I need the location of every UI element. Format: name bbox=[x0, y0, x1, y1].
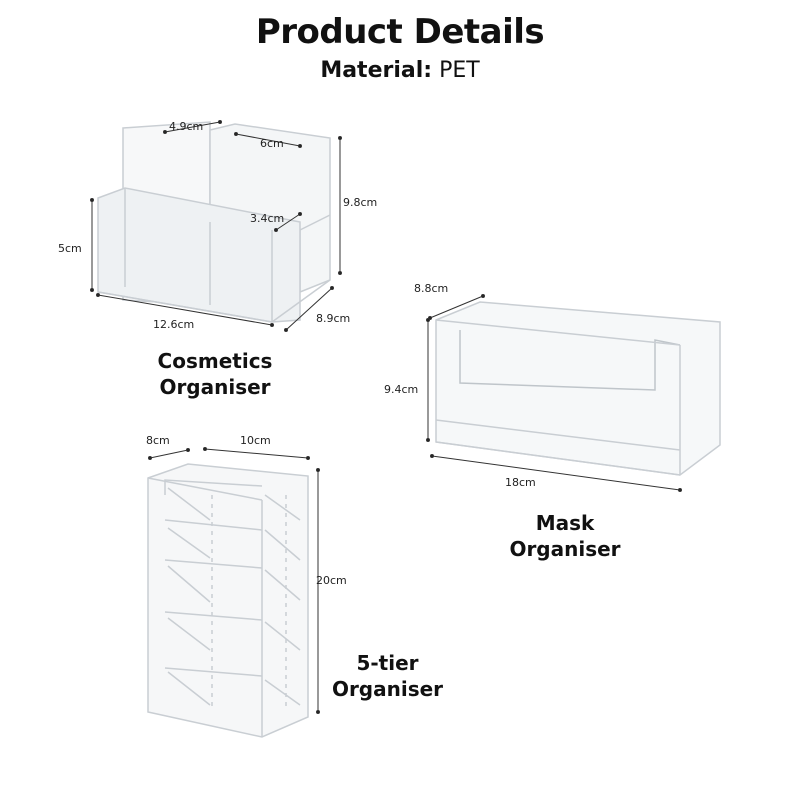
page-title: Product Details bbox=[255, 12, 545, 52]
cosmetics-organiser-image bbox=[97, 121, 331, 323]
mask-organiser-name: Mask Organiser bbox=[480, 510, 650, 562]
five-tier-organiser-image bbox=[147, 463, 309, 738]
five-tier-width-label: 10cm bbox=[240, 434, 271, 447]
cosmetics-organiser-name: Cosmetics Organiser bbox=[130, 348, 300, 400]
dimension-lines bbox=[90, 120, 682, 714]
five-tier-depth-label: 8cm bbox=[146, 434, 170, 447]
five-tier-height-label: 20cm bbox=[316, 574, 347, 587]
cosmetics-width-label: 12.6cm bbox=[153, 318, 195, 331]
five-tier-name-line1: 5-tier bbox=[356, 651, 419, 675]
five-tier-name-line2: Organiser bbox=[331, 677, 444, 701]
mask-name-line1: Mask bbox=[535, 511, 595, 535]
cosmetics-top-left-label: 4.9cm bbox=[169, 120, 204, 133]
cosmetics-depth-label: 8.9cm bbox=[316, 312, 351, 325]
material-label: Material: bbox=[320, 58, 433, 83]
cosmetics-height-label: 9.8cm bbox=[343, 196, 378, 209]
material-line: Material: PET bbox=[0, 58, 800, 83]
mask-depth-label: 8.8cm bbox=[414, 282, 449, 295]
mask-width-label: 18cm bbox=[505, 476, 536, 489]
five-tier-organiser-name: 5-tier Organiser bbox=[305, 650, 470, 702]
cosmetics-name-line2: Organiser bbox=[159, 375, 271, 399]
mask-name-line2: Organiser bbox=[509, 537, 621, 561]
material-value: PET bbox=[439, 58, 480, 83]
mask-height-label: 9.4cm bbox=[384, 383, 419, 396]
mask-organiser-image bbox=[435, 301, 721, 476]
cosmetics-front-height-label: 5cm bbox=[58, 242, 82, 255]
cosmetics-top-right-label: 6cm bbox=[260, 137, 284, 150]
cosmetics-inner-label: 3.4cm bbox=[250, 212, 285, 225]
cosmetics-name-line1: Cosmetics bbox=[157, 349, 273, 373]
